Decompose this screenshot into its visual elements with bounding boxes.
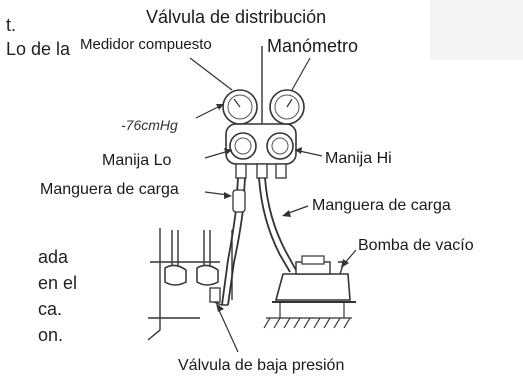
label-bomba-vacio: Bomba de vacío [358,237,474,254]
left-text-fragment-2: Lo de la [6,39,71,59]
left-text-fragment-6: on. [38,325,64,345]
left-text-fragment-3: ada [38,247,69,267]
left-charging-hose [221,177,246,306]
vacuum-pump-drawing [263,255,356,329]
background-ghost [430,0,523,60]
right-charging-hose [258,177,297,273]
left-text-fragment-4: en el [38,273,78,293]
label-manguera-carga-right: Manguera de carga [312,197,451,214]
leader-lines [189,57,357,353]
manifold-gauge-set [222,46,305,179]
label-manguera-carga-left: Manguera de carga [40,181,179,198]
label-medidor-compuesto: Medidor compuesto [80,36,212,53]
lo-handle [229,132,257,160]
outdoor-unit [147,228,233,341]
label-valvula-baja-presion: Válvula de baja presión [178,357,345,374]
label-manija-hi: Manija Hi [325,150,392,167]
service-valve-1 [164,264,187,286]
label-valvula-distribucion: Válvula de distribución [146,7,327,27]
left-text-fragment-1: t. [6,15,17,35]
label-manometro: Manómetro [267,36,359,56]
service-valve-2 [196,264,219,286]
hi-handle [266,132,294,160]
label-manija-lo: Manija Lo [102,152,172,169]
left-text-fragment-5: ca. [38,299,63,319]
label-vacuum-reading: -76cmHg [121,117,178,133]
